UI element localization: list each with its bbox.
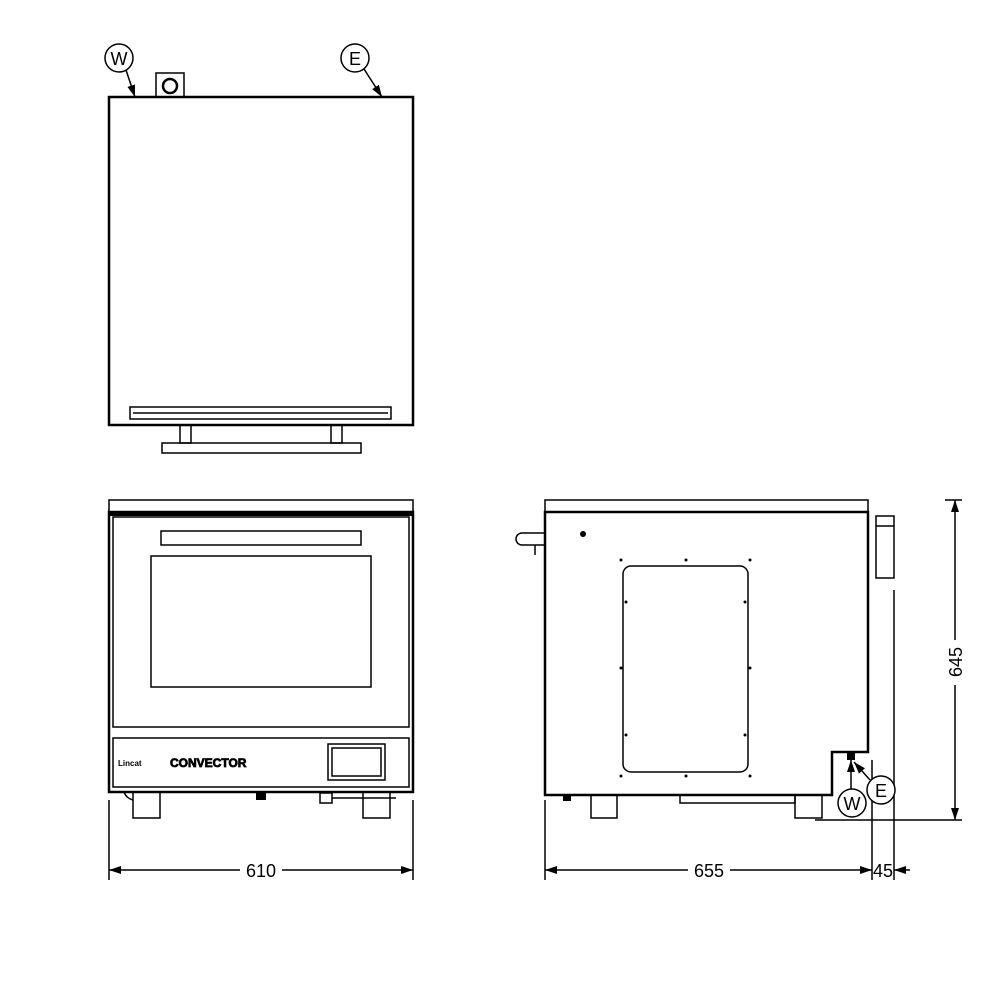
top-view: W E xyxy=(104,43,415,454)
top-door-handle xyxy=(129,406,392,420)
top-body xyxy=(107,95,415,427)
top-stand-leg xyxy=(179,424,192,444)
offset-dimension: 45 xyxy=(873,861,910,881)
front-foot xyxy=(362,791,391,819)
side-panel xyxy=(622,565,749,773)
front-drain-fitting xyxy=(256,793,266,800)
side-view: 645 655 45 W E xyxy=(515,499,966,881)
top-stand-leg xyxy=(330,424,343,444)
control-display xyxy=(327,743,386,781)
front-door-window xyxy=(150,555,372,688)
water-callout-top: W xyxy=(104,43,136,98)
side-body xyxy=(543,510,870,797)
electric-callout-side: E xyxy=(853,761,896,805)
control-panel xyxy=(112,737,410,788)
depth-dimension: 655 xyxy=(545,861,872,881)
top-stand-base xyxy=(161,442,362,454)
front-door-handle xyxy=(160,530,362,546)
top-connector-port xyxy=(161,77,179,95)
side-foot xyxy=(590,794,618,819)
water-label: W xyxy=(111,49,128,69)
side-flue xyxy=(875,515,895,579)
side-door-handle xyxy=(515,532,545,546)
side-foot xyxy=(794,794,823,819)
electric-label: E xyxy=(875,781,887,801)
front-top-panel xyxy=(108,499,414,513)
water-callout-side: W xyxy=(837,760,867,818)
front-door xyxy=(112,516,410,728)
depth-label: 655 xyxy=(694,861,724,881)
height-dimension: 645 xyxy=(946,500,966,820)
electric-callout-top: E xyxy=(340,43,383,98)
side-panel-screws xyxy=(619,558,752,778)
side-drip-tray xyxy=(679,794,796,804)
height-label: 645 xyxy=(946,647,966,677)
width-dimension: 610 xyxy=(109,861,413,881)
connection-fitting xyxy=(847,752,855,760)
top-connector-box xyxy=(155,72,185,98)
front-view: Lincat CONVECTOR 610 xyxy=(107,499,415,881)
electric-label: E xyxy=(349,49,361,69)
front-foot xyxy=(132,791,161,819)
brand-logo: Lincat xyxy=(118,759,142,768)
side-top-panel xyxy=(544,499,869,513)
offset-label: 45 xyxy=(873,861,893,881)
front-body xyxy=(107,510,415,794)
model-name: CONVECTOR xyxy=(170,756,247,770)
water-label: W xyxy=(844,794,861,814)
width-label: 610 xyxy=(246,861,276,881)
